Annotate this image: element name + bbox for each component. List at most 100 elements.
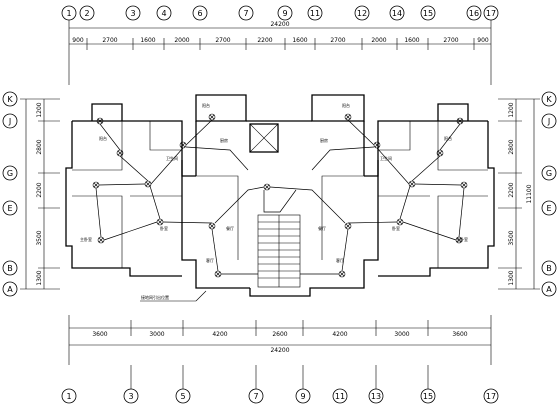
svg-text:5: 5: [180, 392, 185, 401]
axis-bubble-left-G: G: [2, 165, 18, 181]
lamp-icon: [156, 218, 164, 226]
axis-bubble-right-K: K: [541, 91, 557, 107]
axis-bubble-top-2: 2: [79, 5, 95, 21]
lamp-icon: [179, 141, 187, 149]
lamp-icon: [344, 222, 352, 230]
top-dim: 900: [477, 37, 489, 44]
svg-text:1: 1: [66, 392, 71, 401]
svg-text:15: 15: [423, 9, 433, 18]
svg-text:16: 16: [469, 9, 479, 18]
bottom-total-dimension: 24200: [270, 347, 289, 354]
top-dim: 2700: [443, 37, 458, 44]
right-dim: 1200: [508, 102, 515, 117]
axis-bubble-top-4: 4: [156, 5, 172, 21]
room-labels: 阳台 阳台 卫生间 厨房 餐厅 卧室 主卧室 客厅 阳台 阳台 卫生间 厨房 餐…: [80, 102, 468, 263]
svg-text:K: K: [7, 95, 13, 104]
svg-text:K: K: [546, 95, 552, 104]
axis-bubble-left-J: J: [2, 113, 18, 129]
top-dim: 2700: [102, 37, 117, 44]
top-axis-bubbles: 1 2 3 4 6 7 9 11 12 14 15 16 17: [61, 5, 499, 21]
lamp-icon: [344, 113, 352, 121]
svg-text:13: 13: [371, 392, 381, 401]
bottom-axis-bubbles: 1 3 5 7 9 11 13 15 17: [61, 365, 499, 404]
axis-bubble-right-B: B: [541, 260, 557, 276]
right-axis-bubbles: K J G E B A: [541, 91, 557, 297]
svg-text:7: 7: [243, 9, 248, 18]
lamp-icon: [263, 183, 271, 191]
axis-bubble-bottom-13: 13: [368, 388, 384, 404]
top-dimension-chain: 24200 900 2700 1600 2000 2700 2200 1600 …: [68, 20, 492, 85]
bottom-dimension-chain: 3600 3000 4200 2600 4200 3000 3600 24200: [68, 315, 492, 365]
room-label-balcony: 阳台: [202, 102, 210, 108]
bottom-dim: 2600: [272, 331, 287, 338]
bottom-dim: 4200: [332, 331, 347, 338]
axis-bubble-right-J: J: [541, 113, 557, 129]
grounding-note: 接地网引出位置: [140, 290, 207, 302]
left-dim: 3500: [36, 230, 43, 245]
svg-text:2: 2: [84, 9, 89, 18]
lamp-icon: [396, 218, 404, 226]
axis-bubble-top-16: 16: [466, 5, 482, 21]
lamp-icon: [92, 181, 100, 189]
svg-text:15: 15: [423, 392, 433, 401]
svg-text:G: G: [7, 169, 13, 178]
top-dim: 2000: [371, 37, 386, 44]
room-label-balcony: 阳台: [342, 102, 350, 108]
axis-bubble-right-G: G: [541, 165, 557, 181]
svg-text:7: 7: [253, 392, 258, 401]
lighting-fixtures: [92, 113, 468, 278]
right-dimension-chain: 1200 2800 2200 3500 1300 11100: [498, 98, 540, 290]
svg-text:12: 12: [357, 9, 367, 18]
svg-text:E: E: [546, 204, 551, 213]
svg-text:17: 17: [486, 392, 496, 401]
axis-bubble-bottom-1: 1: [61, 388, 77, 404]
left-dim: 1300: [36, 270, 43, 285]
svg-text:A: A: [7, 285, 13, 294]
bottom-dim: 3600: [452, 331, 467, 338]
stair-treads: [258, 221, 300, 279]
top-dim: 2000: [174, 37, 189, 44]
room-label-dining: 餐厅: [226, 225, 234, 231]
lamp-icon: [460, 181, 468, 189]
axis-bubble-top-14: 14: [389, 5, 405, 21]
svg-text:E: E: [7, 204, 12, 213]
left-axis-bubbles: K J G E B A: [2, 91, 18, 297]
room-label-bedroom: 卧室: [160, 225, 168, 231]
axis-bubble-top-3: 3: [125, 5, 141, 21]
svg-text:3: 3: [128, 392, 133, 401]
room-label-kitchen: 厨房: [220, 137, 228, 143]
right-dim: 2200: [508, 182, 515, 197]
bottom-dim: 3600: [92, 331, 107, 338]
top-dim: 900: [72, 37, 84, 44]
axis-bubble-left-E: E: [2, 200, 18, 216]
svg-text:11: 11: [335, 392, 345, 401]
svg-text:9: 9: [300, 392, 305, 401]
lamp-icon: [214, 270, 222, 278]
top-dim: 2700: [330, 37, 345, 44]
room-label-bathroom: 卫生间: [166, 155, 178, 161]
room-label-master-bedroom: 主卧室: [80, 236, 92, 242]
left-dim: 1200: [36, 102, 43, 117]
axis-bubble-bottom-17: 17: [483, 388, 499, 404]
bottom-dim: 3000: [394, 331, 409, 338]
axis-bubble-bottom-11: 11: [332, 388, 348, 404]
svg-text:J: J: [8, 117, 11, 126]
svg-text:A: A: [546, 285, 552, 294]
right-total-dimension: 11100: [526, 184, 533, 203]
svg-text:1: 1: [66, 9, 71, 18]
room-label-balcony: 阳台: [444, 135, 452, 141]
grounding-note-text: 接地网引出位置: [141, 294, 169, 300]
top-total-dimension: 24200: [270, 21, 289, 28]
axis-bubble-left-K: K: [2, 91, 18, 107]
axis-bubble-top-1: 1: [61, 5, 77, 21]
axis-bubble-bottom-3: 3: [123, 388, 139, 404]
axis-bubble-bottom-7: 7: [248, 388, 264, 404]
lamp-icon: [373, 141, 381, 149]
lamp-icon: [208, 222, 216, 230]
svg-text:17: 17: [486, 9, 496, 18]
left-dimension-chain: 1200 2800 2200 3500 1300: [20, 98, 60, 290]
top-dim: 1600: [292, 37, 307, 44]
axis-bubble-top-15: 15: [420, 5, 436, 21]
axis-bubble-top-17: 17: [483, 5, 499, 21]
